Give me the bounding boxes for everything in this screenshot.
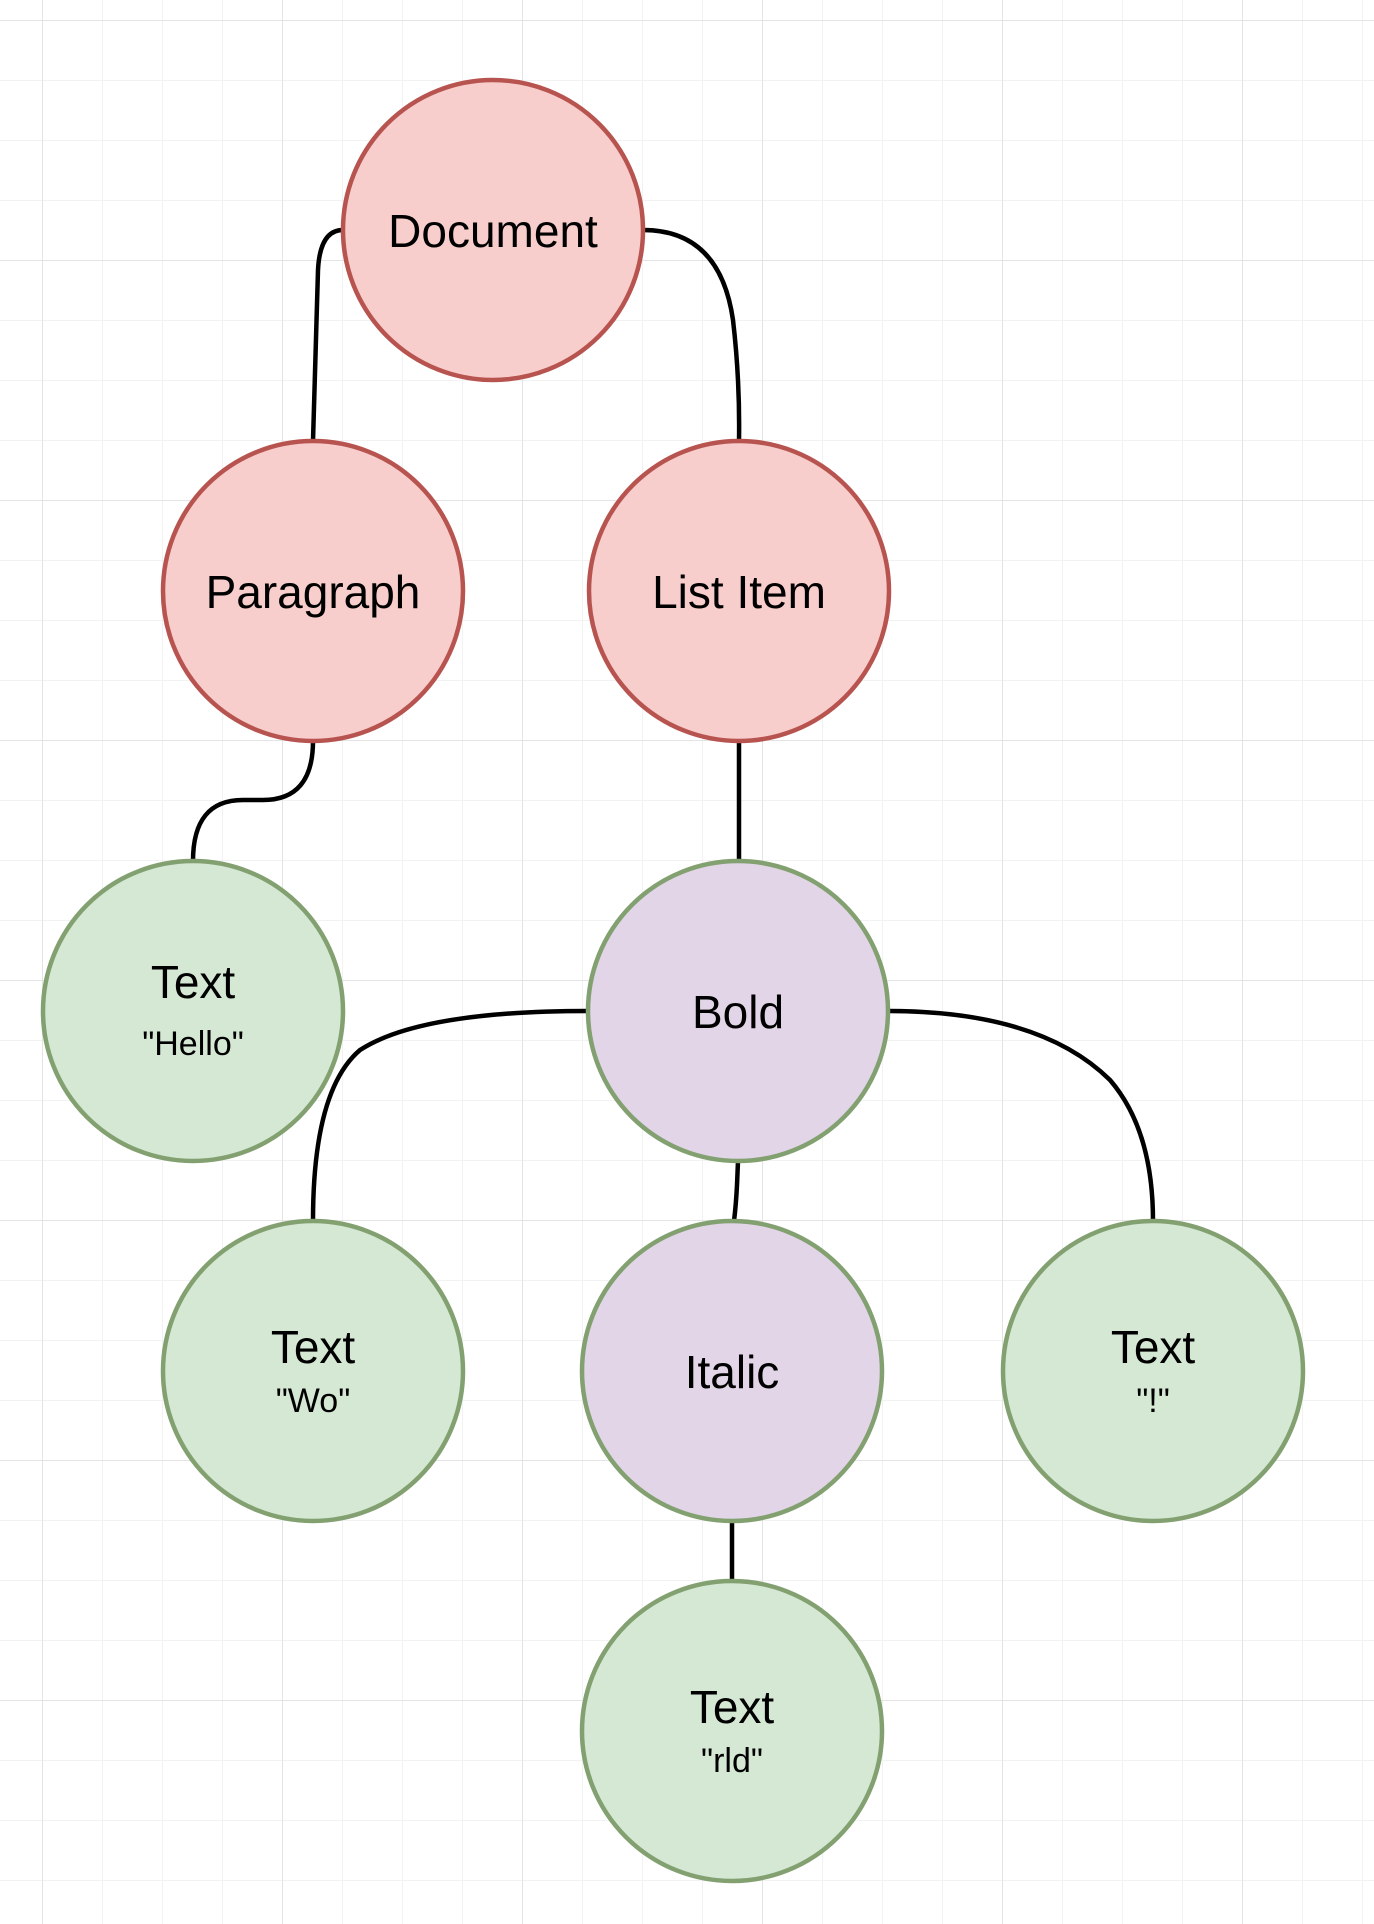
edge-bold-to-text-bang [887, 1008, 1156, 1222]
node-text-rld-value: "rld" [701, 1742, 763, 1780]
node-bold[interactable]: Bold [585, 858, 891, 1164]
node-text-wo[interactable]: Text "Wo" [160, 1218, 466, 1524]
node-paragraph[interactable]: Paragraph [160, 438, 466, 744]
node-text-hello[interactable]: Text "Hello" [40, 858, 346, 1164]
node-text-wo-value: "Wo" [276, 1382, 351, 1420]
node-italic-circle [579, 1218, 885, 1524]
node-list-item-title: List Item [652, 566, 826, 618]
node-text-bang-value: "!" [1136, 1382, 1170, 1420]
node-italic-title: Italic [685, 1346, 780, 1398]
edge-document-to-list-item [642, 227, 742, 442]
node-bold-title: Bold [692, 986, 784, 1038]
edges-layer [190, 227, 1156, 1581]
node-text-hello-title: Text [151, 956, 236, 1008]
edge-bold-to-italic [731, 1160, 741, 1222]
edge-bold-to-text-wo [310, 1008, 589, 1222]
node-text-wo-title: Text [271, 1321, 356, 1373]
node-document-circle [340, 77, 646, 383]
node-text-hello-value: "Hello" [142, 1025, 244, 1063]
node-italic[interactable]: Italic [579, 1218, 885, 1524]
node-bold-circle [585, 858, 891, 1164]
node-paragraph-circle [160, 438, 466, 744]
node-list-item[interactable]: List Item [586, 438, 892, 744]
node-text-wo-circle [160, 1218, 466, 1524]
node-text-bang-title: Text [1111, 1321, 1196, 1373]
node-text-bang[interactable]: Text "!" [1000, 1218, 1306, 1524]
node-text-hello-circle [40, 858, 346, 1164]
edge-document-to-paragraph [310, 227, 344, 442]
node-text-rld-title: Text [690, 1681, 775, 1733]
node-text-rld[interactable]: Text "rld" [579, 1578, 885, 1884]
node-text-rld-circle [579, 1578, 885, 1884]
node-document-title: Document [388, 205, 598, 257]
node-text-bang-circle [1000, 1218, 1306, 1524]
node-list-item-circle [586, 438, 892, 744]
node-document[interactable]: Document [340, 77, 646, 383]
node-paragraph-title: Paragraph [206, 566, 421, 618]
edge-paragraph-to-text-hello [190, 740, 316, 862]
